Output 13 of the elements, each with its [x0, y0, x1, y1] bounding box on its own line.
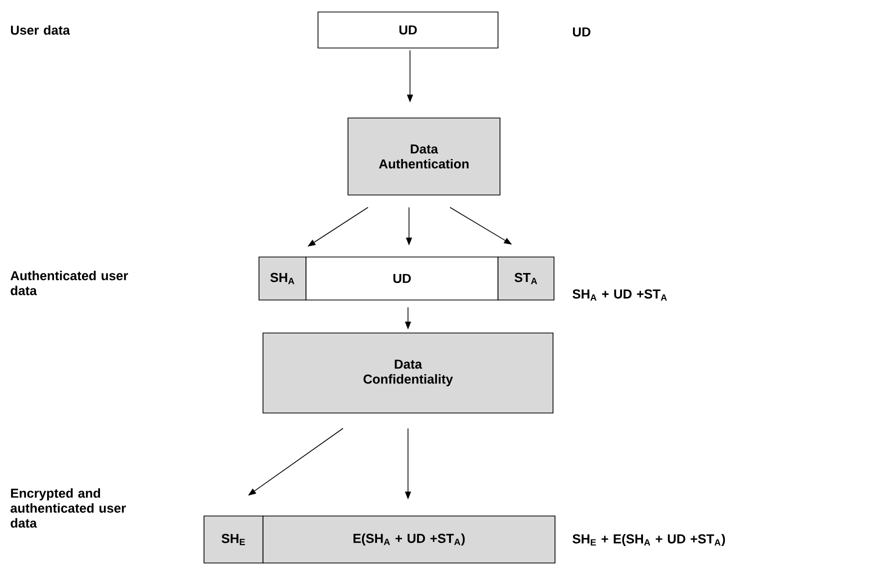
process-box: SH$_{A}$ [258, 256, 306, 300]
process-box: ST$_{A}$ [498, 256, 554, 300]
process-box: Data Authentication [348, 118, 500, 196]
label: Encrypted and authenticated user data [10, 488, 126, 528]
label: User data [11, 25, 70, 35]
process-box: Data Confidentiality [262, 332, 554, 414]
label: SH$_{E}$ + E(SH$_{A}$ + UD +ST$_{A}$) [572, 534, 725, 546]
process-box: SH$_{E}$ [204, 516, 264, 564]
process-box: UD [318, 12, 498, 48]
label: Authenticated user data [10, 270, 128, 296]
process-box: UD [306, 256, 498, 300]
label: SH$_{A}$ + UD +ST$_{A}$ [572, 289, 667, 301]
label: UD [572, 27, 590, 36]
